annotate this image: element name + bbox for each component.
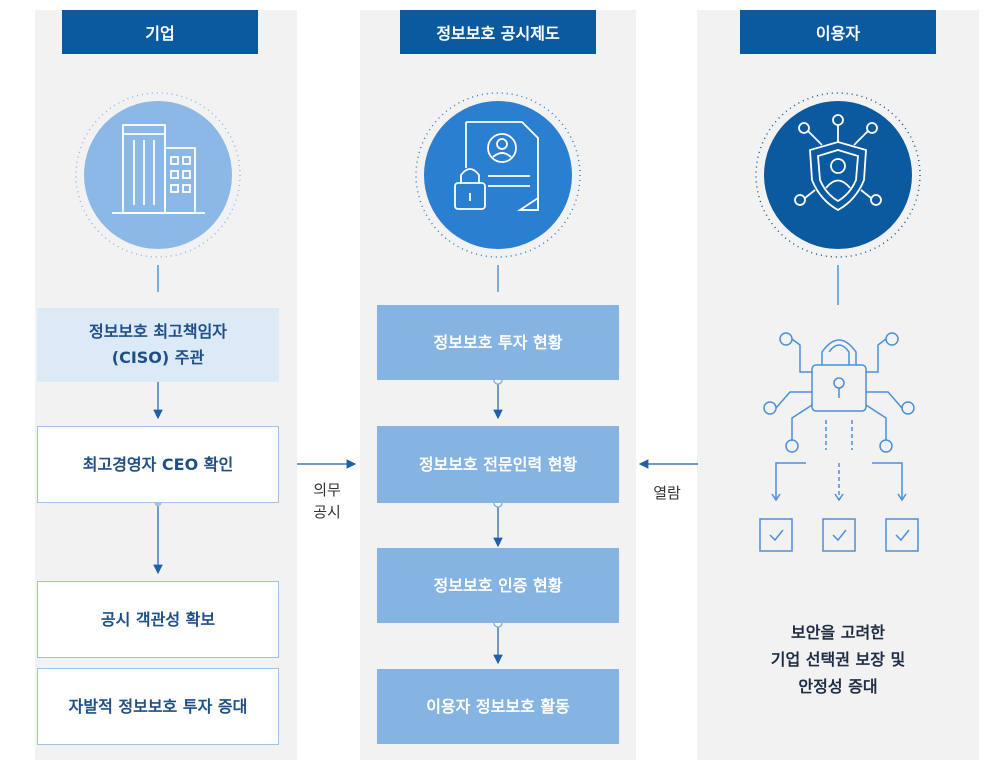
shield-user-icon xyxy=(755,92,921,258)
view-label: 열람 xyxy=(653,484,681,502)
ciso-box: 정보보호 최고책임자 (CISO) 주관 xyxy=(37,308,279,382)
investment-status-box: 정보보호 투자 현황 xyxy=(377,305,619,380)
ciso-line-2: (CISO) 주관 xyxy=(111,348,205,367)
document-lock-icon xyxy=(415,92,581,258)
disclosure-header: 정보보호 공시제도 xyxy=(400,10,596,54)
building-icon xyxy=(75,92,241,258)
user-header: 이용자 xyxy=(740,10,936,54)
ceo-confirm-box: 최고경영자 CEO 확인 xyxy=(37,426,279,503)
padlock-network-icon xyxy=(759,332,919,552)
company-header: 기업 xyxy=(62,10,258,54)
ciso-line-1: 정보보호 최고책임자 xyxy=(88,322,228,341)
investment-increase-box: 자발적 정보보호 투자 증대 xyxy=(37,668,279,745)
personnel-status-box: 정보보호 전문인력 현황 xyxy=(377,426,619,503)
mandatory-disclosure-label: 의무 공시 xyxy=(313,481,341,521)
user-activity-box: 이용자 정보보호 활동 xyxy=(377,669,619,744)
user-result-text: 보안을 고려한 기업 선택권 보장 및 안정성 증대 xyxy=(770,623,906,696)
objectivity-box: 공시 객관성 확보 xyxy=(37,581,279,658)
certification-status-box: 정보보호 인증 현황 xyxy=(377,548,619,623)
